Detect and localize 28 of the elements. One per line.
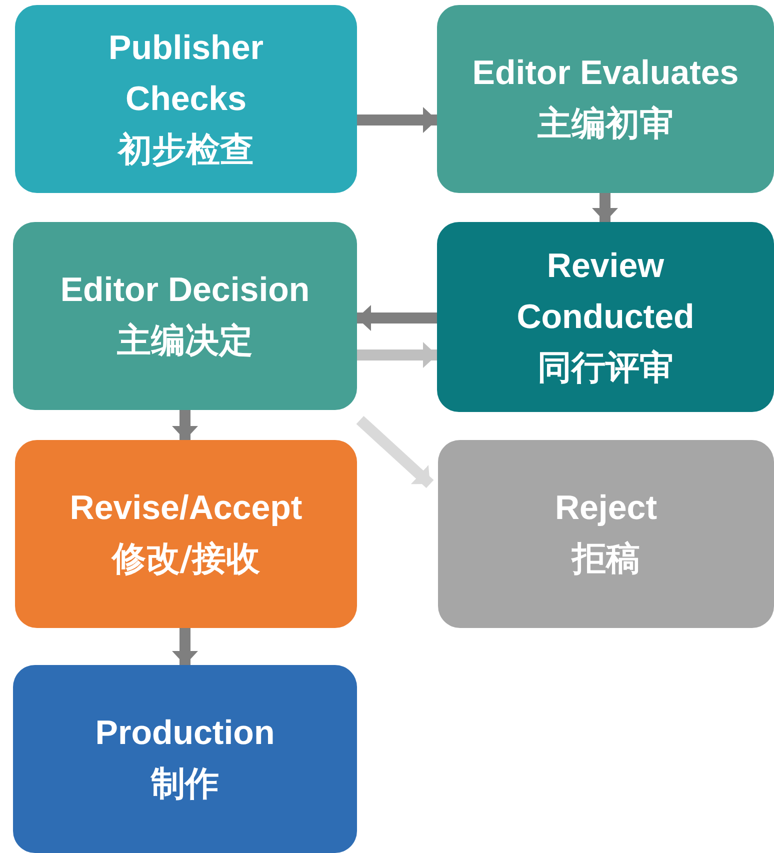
step-subtitle: 修改/接收 <box>112 538 260 581</box>
step-title: Publisher Checks <box>108 28 264 120</box>
step-title: Revise/Accept <box>70 488 302 529</box>
process-box <box>13 222 357 410</box>
process-box <box>437 222 774 412</box>
step-title: Production <box>95 713 275 754</box>
step-subtitle: 主编初审 <box>538 103 674 146</box>
process-box <box>437 5 774 193</box>
step-title: Reject <box>554 488 658 529</box>
process-box <box>13 665 357 853</box>
process-box <box>438 440 774 628</box>
arrow <box>357 107 437 133</box>
step-title: Review Conducted <box>516 246 696 338</box>
process-box <box>15 5 357 193</box>
arrow <box>172 628 198 665</box>
arrow <box>357 305 437 331</box>
arrow <box>357 342 437 368</box>
arrow <box>172 410 198 440</box>
step-subtitle: 制作 <box>151 763 219 806</box>
step-subtitle: 主编决定 <box>117 320 253 363</box>
step-title: Editor Decision <box>60 270 310 311</box>
arrow <box>356 416 434 488</box>
arrow <box>592 193 618 222</box>
step-subtitle: 初步检查 <box>118 128 254 172</box>
step-subtitle: 同行评审 <box>538 346 674 390</box>
step-title: Editor Evaluates <box>472 53 739 94</box>
process-box <box>15 440 357 628</box>
step-subtitle: 拒稿 <box>572 538 640 581</box>
